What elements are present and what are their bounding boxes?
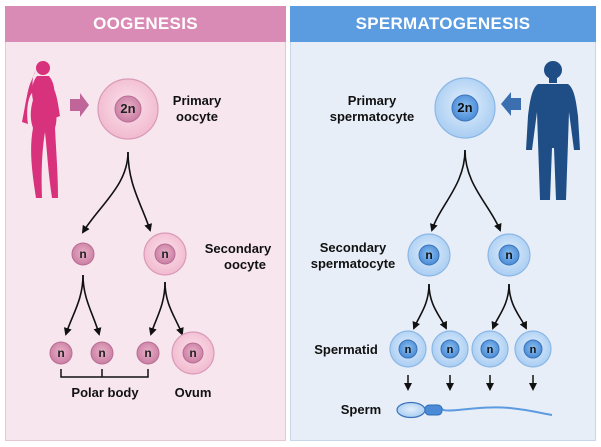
- spermatogenesis-panel: [290, 6, 596, 441]
- female-silhouette-icon: [22, 61, 60, 198]
- primary-oocyte-label: Primary oocyte: [157, 93, 237, 125]
- spermatid-cell-3: n: [471, 330, 509, 368]
- ploidy-label: n: [189, 346, 196, 360]
- primary-oocyte-label-line1: Primary: [172, 93, 222, 108]
- spermatid-cell-4: n: [514, 330, 552, 368]
- ploidy-label: n: [57, 346, 64, 360]
- primary-spermatocyte-label: Primary spermatocyte: [322, 93, 422, 125]
- secondary-spermatocyte-label-line1: Secondary: [319, 240, 387, 255]
- ploidy-label: n: [425, 248, 432, 262]
- secondary-spermatocyte-label: Secondary spermatocyte: [301, 240, 405, 272]
- female-input-arrow: [70, 93, 89, 117]
- polar-body-cell-3: n: [136, 341, 160, 365]
- primary-oocyte-ploidy: 2n: [120, 101, 135, 116]
- ploidy-label: n: [505, 248, 512, 262]
- polar-body-bracket: [60, 369, 149, 378]
- secondary-spermatocyte-cell-2: n: [487, 233, 531, 277]
- spermatid-cell-2: n: [431, 330, 469, 368]
- sperm-label: Sperm: [340, 402, 382, 417]
- male-input-arrow: [501, 92, 521, 116]
- polar-body-cell-2: n: [90, 341, 114, 365]
- primary-spermatocyte-label-line1: Primary: [347, 93, 397, 108]
- secondary-oocyte-cell: n: [143, 232, 187, 276]
- spermatogenesis-header: SPERMATOGENESIS: [290, 6, 596, 42]
- primary-spermatocyte-ploidy: 2n: [457, 100, 472, 115]
- ploidy-label: n: [487, 344, 494, 356]
- polar-body-cell-1: n: [49, 341, 73, 365]
- ploidy-label: n: [530, 344, 537, 356]
- secondary-oocyte-label: Secondary oocyte: [193, 241, 283, 273]
- ploidy-label: n: [79, 247, 86, 261]
- ploidy-label: n: [98, 346, 105, 360]
- primary-spermatocyte-cell: 2n: [434, 77, 496, 139]
- secondary-spermatocyte-label-line2: spermatocyte: [310, 256, 396, 271]
- secondary-spermatocyte-cell-1: n: [407, 233, 451, 277]
- ovum-cell: n: [171, 331, 215, 375]
- secondary-oocyte-label-line1: Secondary: [204, 241, 272, 256]
- ploidy-label: n: [405, 344, 412, 356]
- spermatid-cell-1: n: [389, 330, 427, 368]
- polar-body-first-cell: n: [71, 242, 95, 266]
- ploidy-label: n: [144, 346, 151, 360]
- sperm-icon: [396, 401, 553, 419]
- primary-oocyte-label-line2: oocyte: [176, 109, 218, 124]
- ovum-label: Ovum: [174, 385, 212, 400]
- ploidy-label: n: [447, 344, 454, 356]
- spermatid-label: Spermatid: [314, 342, 378, 357]
- secondary-oocyte-label-line2: oocyte: [224, 257, 266, 272]
- primary-spermatocyte-label-line2: spermatocyte: [329, 109, 415, 124]
- ploidy-label: n: [161, 247, 168, 261]
- male-silhouette-icon: [526, 61, 580, 200]
- polar-body-label: Polar body: [71, 385, 139, 400]
- primary-oocyte-cell: 2n: [97, 78, 159, 140]
- oogenesis-header: OOGENESIS: [5, 6, 286, 42]
